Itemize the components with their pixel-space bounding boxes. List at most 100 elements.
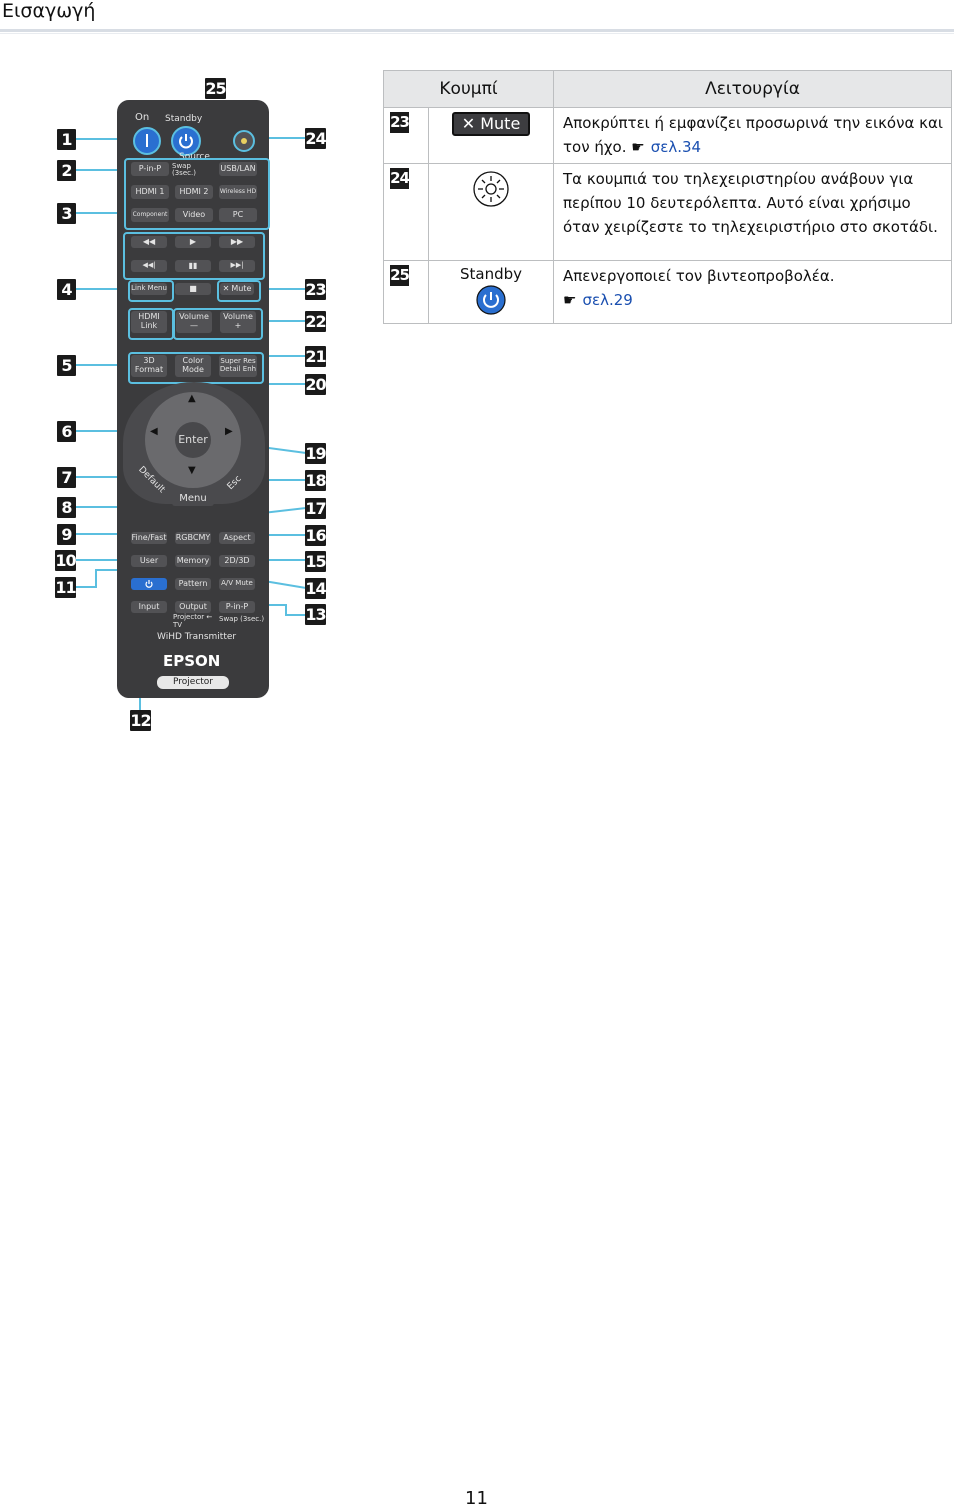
pointing-hand-icon: ☛ [563,291,577,309]
page-reference-link[interactable]: σελ.29 [582,291,633,309]
button-function-table: Κουμπί Λειτουργία 23 ✕ Mute Αποκρύπτει ή… [383,70,952,324]
mute-button[interactable]: ✕Mute [220,283,254,295]
callout-19: 19 [305,443,327,464]
fast-forward-button[interactable]: ▶▶ [219,236,255,248]
volume-minus: — [190,321,198,330]
row-number-badge: 23 [390,112,410,133]
mute-key-label: Mute [480,114,521,133]
input-button[interactable]: Input [131,601,167,613]
rewind-button[interactable]: ◀◀ [131,236,167,248]
pattern-button[interactable]: Pattern [175,578,211,590]
wirelesshd-button[interactable]: Wireless HD [219,185,257,199]
volume-up-label: Volume [223,312,253,322]
previous-button[interactable]: ◀◀| [131,260,167,272]
volume-down-button[interactable]: Volume — [176,311,212,333]
pinp-wihd-button[interactable]: P-in-P [219,601,255,613]
callout-10: 10 [55,550,77,571]
wihd-power-button[interactable] [131,578,167,590]
callout-13: 13 [305,604,327,625]
callout-12: 12 [130,710,152,731]
projector-label: Projector [157,676,229,689]
callout-2: 2 [57,160,76,181]
wihd-transmitter-label: WiHD Transmitter [157,632,237,642]
2d3d-button[interactable]: 2D/3D [219,555,255,567]
swap-3sec-label: Swap (3sec.) [219,615,265,623]
callout-1: 1 [57,129,76,150]
speaker-mute-icon: ✕ [461,114,476,133]
right-arrow-icon[interactable]: ▶ [225,426,233,437]
row-number-badge: 25 [390,265,410,286]
callout-14: 14 [305,578,327,599]
super-res-button[interactable]: Super Res Detail Enh [219,355,257,377]
3d-format-button[interactable]: 3D Format [131,355,167,377]
column-header-button: Κουμπί [383,70,554,108]
on-button[interactable] [133,127,161,155]
illumination-button[interactable] [233,130,255,152]
speaker-mute-icon: ✕ [222,283,230,293]
swap-label: Swap (3sec.) [172,162,196,177]
callout-6: 6 [57,421,76,442]
standby-button[interactable] [171,126,201,156]
callout-7: 7 [57,467,76,488]
light-icon [241,138,247,144]
stop-button[interactable]: ■ [175,283,211,295]
video-button[interactable]: Video [175,208,213,222]
callout-8: 8 [57,497,76,518]
user-button[interactable]: User [131,555,167,567]
section-title: Εισαγωγή [2,0,96,22]
power-icon [145,580,153,588]
callout-15: 15 [305,551,327,572]
standby-key-label: Standby [459,265,523,283]
power-icon [179,134,193,149]
color-mode-button[interactable]: Color Mode [175,355,211,377]
link-transport-highlight [123,232,265,280]
fine-fast-button[interactable]: Fine/Fast [131,532,167,544]
left-arrow-icon[interactable]: ◀ [150,426,158,437]
pinp-button[interactable]: P-in-P [131,162,169,176]
epson-logo: EPSON [163,652,221,670]
callout-25: 25 [205,78,227,99]
power-icon [476,285,506,315]
callout-4: 4 [57,279,76,300]
callout-18: 18 [305,470,327,491]
hdmi2-button[interactable]: HDMI 2 [175,185,213,199]
link-menu-button[interactable]: Link Menu [131,283,167,295]
callout-20: 20 [305,374,327,395]
pause-button[interactable]: ▮▮ [175,260,211,272]
header-rule [0,29,954,32]
av-mute-button[interactable]: A/V Mute [219,578,255,590]
callout-3: 3 [57,203,76,224]
down-arrow-icon[interactable]: ▼ [188,465,196,476]
linkmenu-highlight [128,280,174,302]
volume-up-button[interactable]: Volume + [220,311,256,333]
callout-16: 16 [305,525,327,546]
remote-mute-label: Mute [231,283,252,293]
next-button[interactable]: ▶▶| [219,260,255,272]
table-header-row: Κουμπί Λειτουργία [383,70,952,108]
usblan-button[interactable]: USB/LAN [219,162,257,176]
row-description: Αποκρύπτει ή εμφανίζει προσωρινά την εικ… [563,114,943,156]
memory-button[interactable]: Memory [175,555,211,567]
pc-button[interactable]: PC [219,208,257,222]
aspect-button[interactable]: Aspect [219,532,255,544]
projector-tv-label: Projector ← TV [173,613,213,629]
row-number-badge: 24 [390,168,410,189]
component-button[interactable]: Component [131,208,169,222]
page-reference-link[interactable]: σελ.34 [650,138,702,156]
menu-button[interactable]: Menu [172,490,214,506]
pointing-hand-icon: ☛ [631,138,645,156]
light-icon [473,171,509,207]
callout-17: 17 [305,498,327,519]
output-button[interactable]: Output [175,601,211,613]
play-button[interactable]: ▶ [175,236,211,248]
enter-button[interactable]: Enter [175,422,211,458]
row-description: Απενεργοποιεί τον βιντεοπροβολέα. [563,267,835,285]
source-label: Source [179,152,210,162]
hdmi1-button[interactable]: HDMI 1 [131,185,169,199]
up-arrow-icon[interactable]: ▲ [188,393,196,404]
callout-5: 5 [57,355,76,376]
column-header-function: Λειτουργία [553,70,952,108]
hdmi-link-button[interactable]: HDMI Link [131,311,167,333]
volume-down-label: Volume [179,312,209,322]
rgbcmy-button[interactable]: RGBCMY [175,532,211,544]
